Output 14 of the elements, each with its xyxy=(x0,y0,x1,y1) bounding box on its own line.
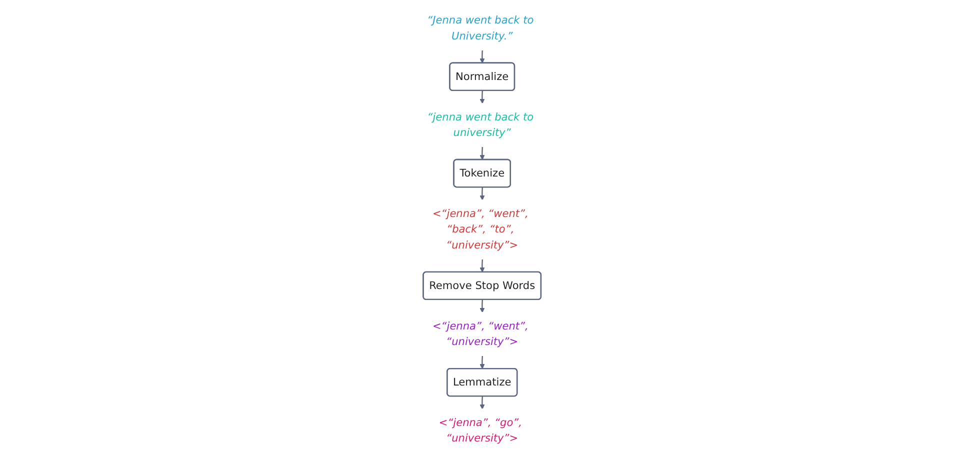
node-text: “jenna went back to university” xyxy=(428,110,534,140)
node-text: <“jenna”, “go”, “university”> xyxy=(439,416,522,445)
arrow xyxy=(480,396,486,410)
arrow xyxy=(480,50,486,64)
node-text: <“jenna”, “went”, “back”, “to”, “university”> xyxy=(432,208,529,252)
arrow xyxy=(480,90,486,104)
arrow xyxy=(480,146,486,160)
arrow xyxy=(480,356,486,370)
node-text: <“jenna”, “went”, “university”> xyxy=(432,320,529,348)
arrow xyxy=(480,187,486,200)
node-text: “Jenna went back to University.” xyxy=(428,14,534,42)
arrow xyxy=(480,300,486,313)
arrow xyxy=(480,259,486,272)
flowchart-drawing: “Jenna went back to University.” Normalize “jenna went back to university” Tokenize <“jenna”, “went”, “back”, “to”, “university”> Remove Stop Words <“jenna”, “went”, “university”> Lemmatize <“jenna”, “go”, “university”> xyxy=(413,2,552,457)
